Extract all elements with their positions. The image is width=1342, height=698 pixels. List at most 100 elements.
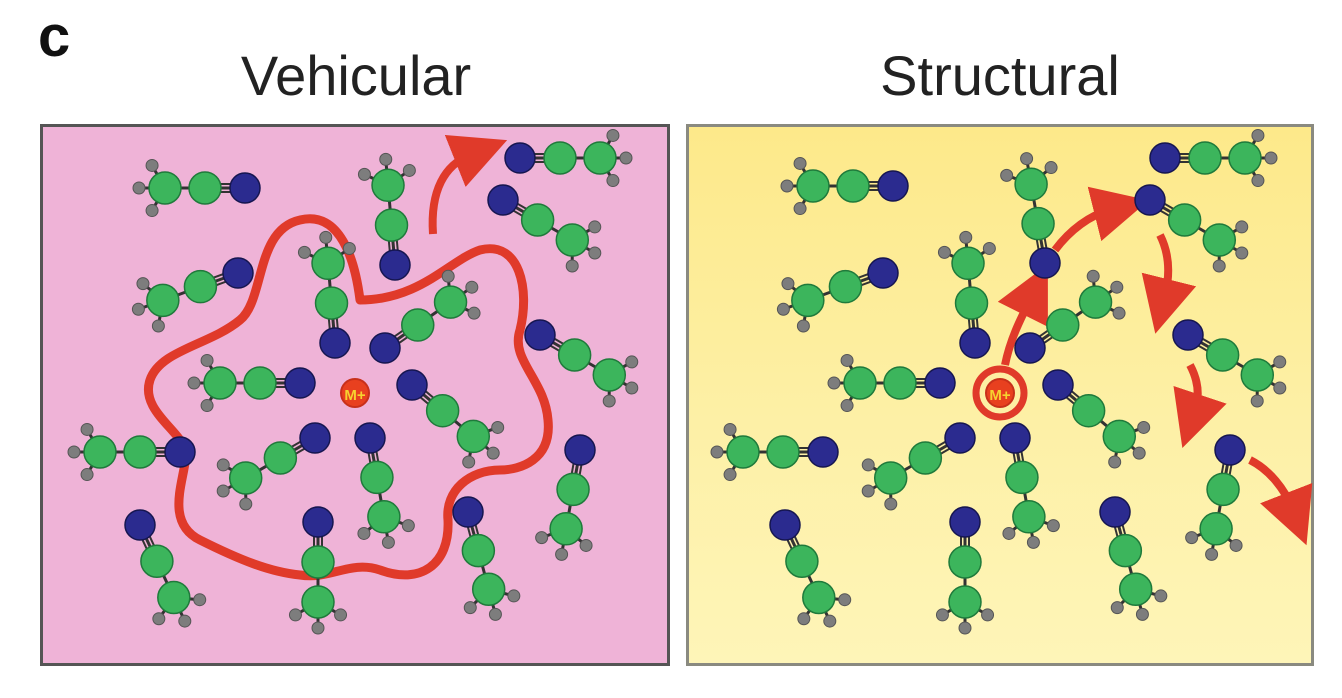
hydrogen-atom (937, 245, 951, 259)
hop-arrow-3 (1141, 233, 1197, 334)
molecule (297, 230, 356, 359)
carbon-atom (785, 544, 819, 579)
nitrogen-atom (284, 367, 316, 399)
nitrogen-atom (222, 257, 254, 289)
hydrogen-atom (216, 458, 230, 472)
hydrogen-atom (216, 484, 230, 498)
hydrogen-atom (145, 158, 159, 172)
molecule (452, 496, 521, 621)
carbon-atom (301, 545, 335, 579)
vehicular-ion-label: M+ (344, 387, 365, 404)
carbon-atom (1202, 223, 1237, 257)
hydrogen-atom (1046, 519, 1060, 533)
hydrogen-atom (357, 167, 371, 181)
hydrogen-atom (602, 394, 616, 408)
hydrogen-atom (132, 181, 146, 195)
hydrogen-atom (80, 468, 94, 482)
carbon-atom (555, 223, 590, 257)
hydrogen-atom (535, 531, 549, 545)
hydrogen-atom (781, 277, 795, 291)
hop-arrow-4 (1173, 363, 1227, 448)
hydrogen-atom (588, 246, 602, 260)
hydrogen-atom (1132, 446, 1146, 460)
nitrogen-atom (1172, 319, 1204, 351)
carbon-atom (311, 246, 345, 281)
hydrogen-atom (462, 455, 476, 469)
hydrogen-atom (619, 151, 633, 165)
carbon-atom (948, 585, 982, 619)
nitrogen-atom (564, 434, 596, 466)
hydrogen-atom (723, 422, 737, 436)
carbon-atom (873, 461, 908, 495)
carbon-atom (203, 366, 237, 400)
carbon-atom (1012, 500, 1046, 534)
carbon-atom (843, 366, 877, 400)
molecule (1149, 128, 1278, 188)
hydrogen-atom (796, 319, 810, 333)
hydrogen-atom (1235, 246, 1249, 260)
hydrogen-atom (131, 302, 145, 316)
carbon-atom (828, 269, 863, 304)
hydrogen-atom (565, 259, 579, 273)
hydrogen-atom (1112, 306, 1126, 320)
hydrogen-atom (1250, 394, 1264, 408)
hydrogen-atom (1264, 151, 1278, 165)
nitrogen-atom (452, 496, 484, 528)
nitrogen-atom (1014, 332, 1046, 364)
hydrogen-atom (441, 269, 455, 283)
nitrogen-atom (524, 319, 556, 351)
nitrogen-atom (769, 509, 801, 541)
nitrogen-atom (369, 332, 401, 364)
molecule (187, 353, 316, 413)
hydrogen-atom (625, 381, 639, 395)
molecule (524, 319, 639, 408)
carbon-atom (1005, 460, 1039, 495)
hydrogen-atom (491, 420, 505, 434)
nitrogen-atom (396, 369, 428, 401)
carbon-atom (802, 580, 836, 615)
carbon-atom (549, 512, 583, 546)
carbon-atom (1188, 141, 1222, 175)
carbon-atom (1167, 203, 1202, 237)
carbon-atom (301, 585, 335, 619)
carbon-atom (360, 460, 394, 495)
hydrogen-atom (579, 538, 593, 552)
hydrogen-atom (606, 128, 620, 142)
nitrogen-atom (1042, 369, 1074, 401)
molecule (1014, 269, 1126, 364)
carbon-atom (543, 141, 577, 175)
nitrogen-atom (807, 436, 839, 468)
nitrogen-atom (504, 142, 536, 174)
hydrogen-atom (840, 399, 854, 413)
molecule (216, 422, 331, 511)
molecule (131, 257, 254, 333)
nitrogen-atom (999, 422, 1031, 454)
carbon-atom (520, 203, 555, 237)
carbon-atom (791, 283, 825, 318)
nitrogen-atom (1134, 184, 1166, 216)
molecule (369, 269, 481, 364)
carbon-atom (83, 435, 117, 469)
molecule (861, 422, 976, 511)
hydrogen-atom (67, 445, 81, 459)
hydrogen-atom (861, 484, 875, 498)
hydrogen-atom (145, 204, 159, 218)
hydrogen-atom (1135, 607, 1149, 621)
nitrogen-atom (379, 249, 411, 281)
carbon-atom (592, 358, 627, 392)
molecule (776, 257, 899, 333)
nitrogen-atom (924, 367, 956, 399)
structural-ion: M+ (972, 365, 1028, 421)
carbon-atom (556, 472, 590, 507)
hydrogen-atom (319, 230, 333, 244)
hop-arrow-5 (1248, 456, 1313, 546)
vehicular-solvation-shell-path (143, 214, 553, 581)
carbon-atom (1240, 358, 1275, 392)
carbon-atom (243, 366, 277, 400)
nitrogen-atom (959, 327, 991, 359)
hydrogen-atom (80, 422, 94, 436)
hydrogen-atom (1110, 601, 1124, 615)
molecule (827, 353, 956, 413)
hydrogen-atom (1235, 220, 1249, 234)
